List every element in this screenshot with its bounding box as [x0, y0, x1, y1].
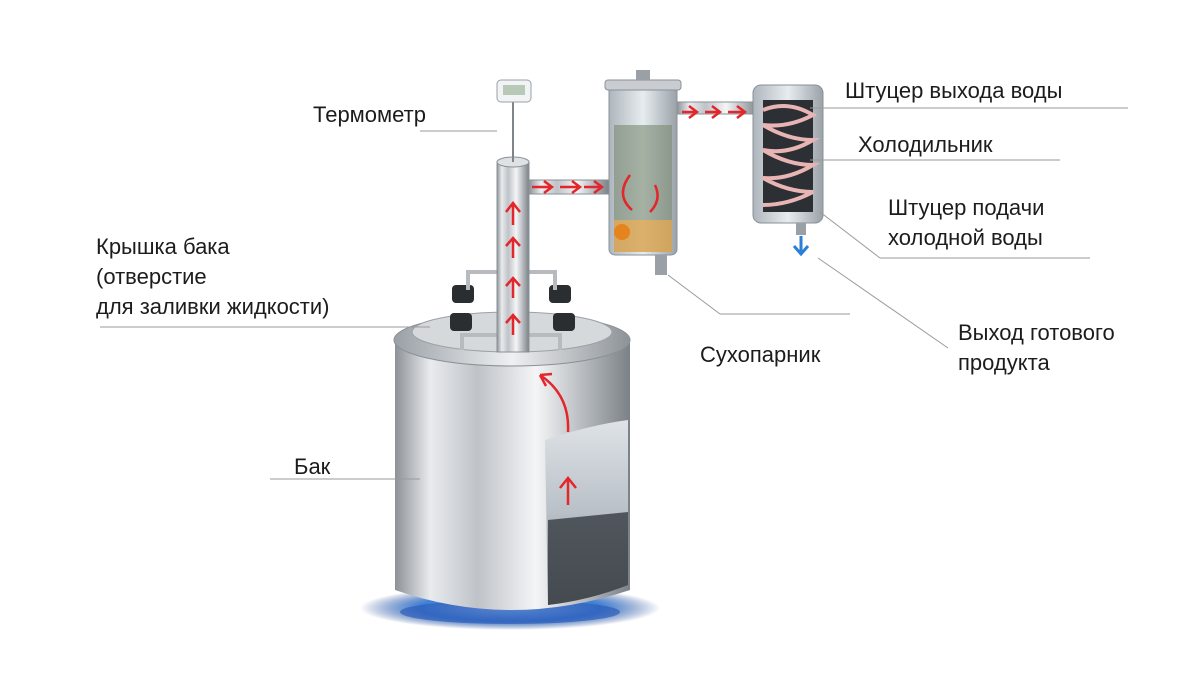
label-water-outlet: Штуцер выхода воды: [845, 78, 1063, 103]
cooler: [752, 84, 824, 235]
label-water-inlet-line2: холодной воды: [888, 225, 1043, 250]
vapor-flow-arrows: [505, 105, 748, 505]
leader-lines: [100, 107, 1128, 480]
label-water-inlet: Штуцер подачи холодной воды: [888, 193, 1044, 253]
label-tank-lid-line3: для заливки жидкости): [96, 294, 330, 319]
label-cooler: Холодильник: [858, 132, 993, 157]
label-tank-lid-line1: Крышка бака: [96, 234, 230, 259]
label-dryer: Сухопарник: [700, 342, 821, 367]
dryer: [604, 70, 682, 275]
tank: [393, 311, 631, 610]
label-product-outlet-line1: Выход готового: [958, 320, 1115, 345]
label-product-outlet: Выход готового продукта: [958, 318, 1115, 378]
label-tank: Бак: [294, 454, 331, 479]
label-tank-lid: Крышка бака (отверстие для заливки жидко…: [96, 232, 330, 322]
thermometer-device: [496, 79, 532, 103]
label-tank-lid-line2: (отверстие: [96, 264, 207, 289]
label-water-inlet-line1: Штуцер подачи: [888, 195, 1045, 220]
label-product-outlet-line2: продукта: [958, 350, 1050, 375]
product-outlet-arrow: [792, 236, 810, 257]
label-thermometer: Термометр: [313, 102, 426, 127]
